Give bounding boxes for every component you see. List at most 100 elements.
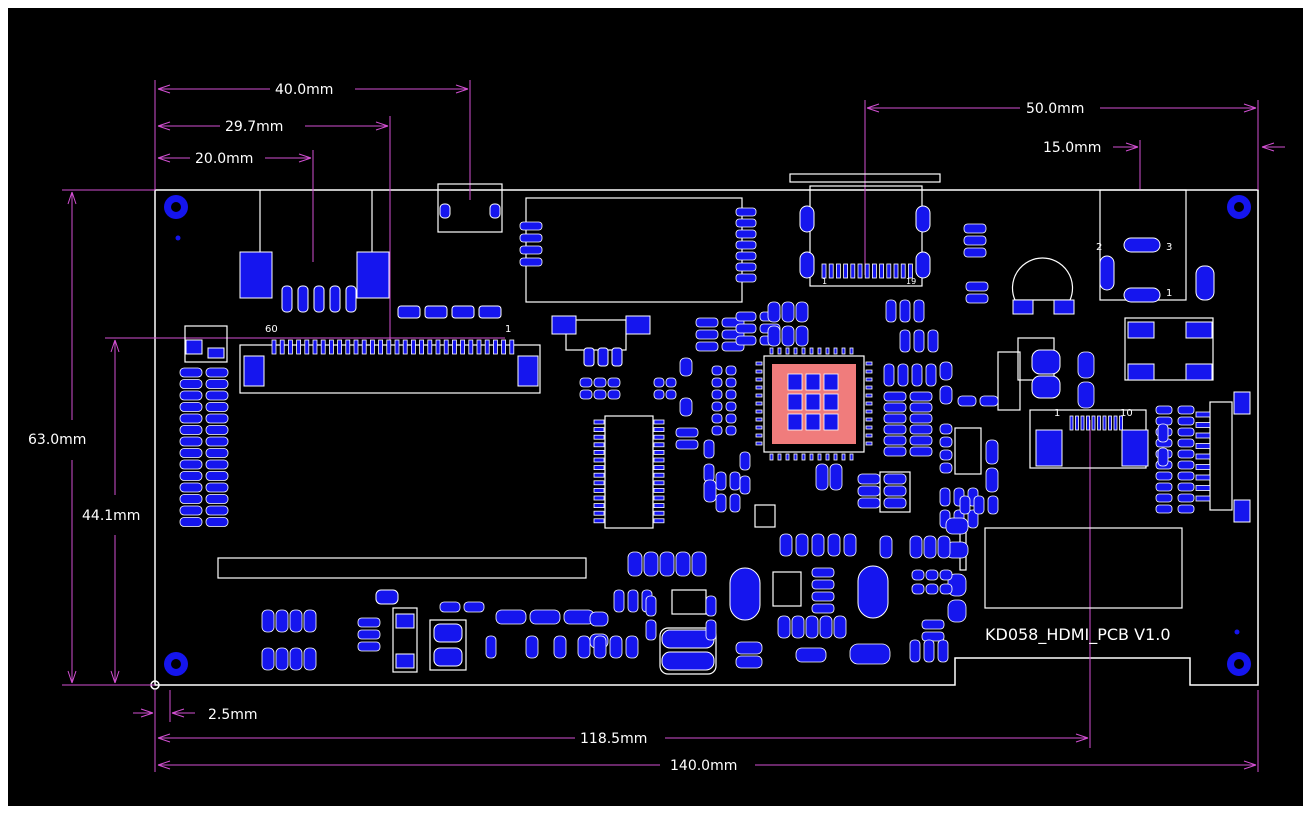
copper-pads xyxy=(185,203,1251,671)
smd-part xyxy=(643,551,659,577)
smd-part xyxy=(725,377,737,388)
smd-part xyxy=(911,583,925,595)
smd-part xyxy=(627,589,639,613)
smd-part xyxy=(987,495,999,515)
conn-pin-1-label: 1 xyxy=(505,324,511,335)
ic-pin xyxy=(653,419,665,425)
fpc-pin xyxy=(345,339,351,355)
smd-part xyxy=(711,401,723,412)
qfp-pin xyxy=(865,425,873,430)
hdmi-pin xyxy=(828,263,834,279)
smd-resistor xyxy=(179,448,203,458)
smd-part xyxy=(879,535,893,559)
smd-part xyxy=(675,551,691,577)
smd-part xyxy=(777,615,791,639)
qfp-pin xyxy=(755,401,763,406)
smd-resistor xyxy=(179,471,203,481)
fpc-pin xyxy=(271,339,277,355)
qfp-pin xyxy=(865,385,873,390)
smd-part xyxy=(1177,427,1195,437)
smd-part xyxy=(1177,482,1195,492)
smd-part xyxy=(909,391,933,402)
smd-part xyxy=(695,329,719,340)
hdmi-pin xyxy=(836,263,841,279)
hdmi-pin xyxy=(850,263,856,279)
ic-pin xyxy=(653,472,665,478)
smd-part xyxy=(795,533,809,557)
smd-part xyxy=(1157,447,1169,467)
smd-part xyxy=(909,402,933,413)
fpc-pin xyxy=(451,339,457,355)
smd-part xyxy=(579,389,593,400)
dim-118-5mm-label: 118.5mm xyxy=(580,731,647,747)
fpc-pin xyxy=(279,339,285,355)
ic-pin xyxy=(653,487,665,493)
smd-part xyxy=(609,635,623,659)
smd-part xyxy=(275,647,289,671)
smd-part xyxy=(883,363,895,387)
smd-part xyxy=(857,485,881,497)
conn-pin xyxy=(1195,485,1211,491)
fpc-pin xyxy=(509,339,515,355)
dim-40mm-label: 40.0mm xyxy=(275,82,333,98)
smd-part xyxy=(735,323,757,334)
hdmi-pin xyxy=(893,263,899,279)
board-outline xyxy=(154,189,1259,686)
qfp-pin xyxy=(817,453,822,461)
fpc-pin xyxy=(304,339,310,355)
smd-part xyxy=(963,247,987,258)
qfp-pin xyxy=(825,347,830,355)
ic-pin xyxy=(593,442,605,448)
smd-part xyxy=(495,609,527,625)
conn-pin xyxy=(1195,411,1211,418)
smd-part xyxy=(1155,471,1173,481)
smd-part xyxy=(357,641,381,652)
smd-part xyxy=(937,639,949,663)
qfp-pin xyxy=(809,453,814,461)
smd-part xyxy=(979,395,999,407)
smd-part xyxy=(909,639,921,663)
smd-resistor xyxy=(179,505,203,516)
smd-part xyxy=(691,551,707,577)
smd-part xyxy=(525,635,539,659)
smd-part xyxy=(289,647,303,671)
qfp-pin xyxy=(785,453,790,461)
fpc-pin xyxy=(386,339,392,355)
smd-part xyxy=(705,619,717,641)
smd-part xyxy=(827,533,841,557)
smd-part xyxy=(883,413,907,424)
qfp-pin xyxy=(833,347,838,355)
jack-pin-2-label: 2 xyxy=(1096,242,1102,253)
smd-part xyxy=(705,595,717,617)
smd-part xyxy=(963,235,987,246)
ic-pin xyxy=(653,495,665,501)
smd-part xyxy=(625,635,639,659)
smd-part xyxy=(1157,423,1169,443)
smd-part xyxy=(925,569,939,581)
fpc-pin xyxy=(1086,415,1090,431)
fpc-pin xyxy=(501,339,507,355)
qfp-pin xyxy=(865,369,873,374)
qfp-pin xyxy=(865,433,873,438)
mounting-holes xyxy=(164,195,1251,676)
ic-pin xyxy=(653,449,665,455)
smd-part xyxy=(913,299,925,323)
smd-part xyxy=(843,533,857,557)
dim-140mm-label: 140.0mm xyxy=(670,758,737,774)
qfp-pin xyxy=(755,393,763,398)
smd-resistor xyxy=(205,367,229,378)
smd-part xyxy=(923,535,937,559)
fpc-pin xyxy=(1102,415,1107,431)
hdmi-pin xyxy=(886,263,892,279)
fpc-pin xyxy=(394,339,400,355)
smd-part xyxy=(795,301,809,323)
smd-part xyxy=(939,361,953,381)
smd-part xyxy=(519,233,543,243)
fpc-pin xyxy=(328,339,334,355)
qfp-pin xyxy=(817,347,822,355)
conn-pin xyxy=(1195,432,1211,439)
smd-part xyxy=(1155,493,1173,503)
ic-pin xyxy=(593,419,605,425)
smd-resistor xyxy=(179,459,203,470)
hdmi-pin-19-label: 19 xyxy=(906,277,916,286)
